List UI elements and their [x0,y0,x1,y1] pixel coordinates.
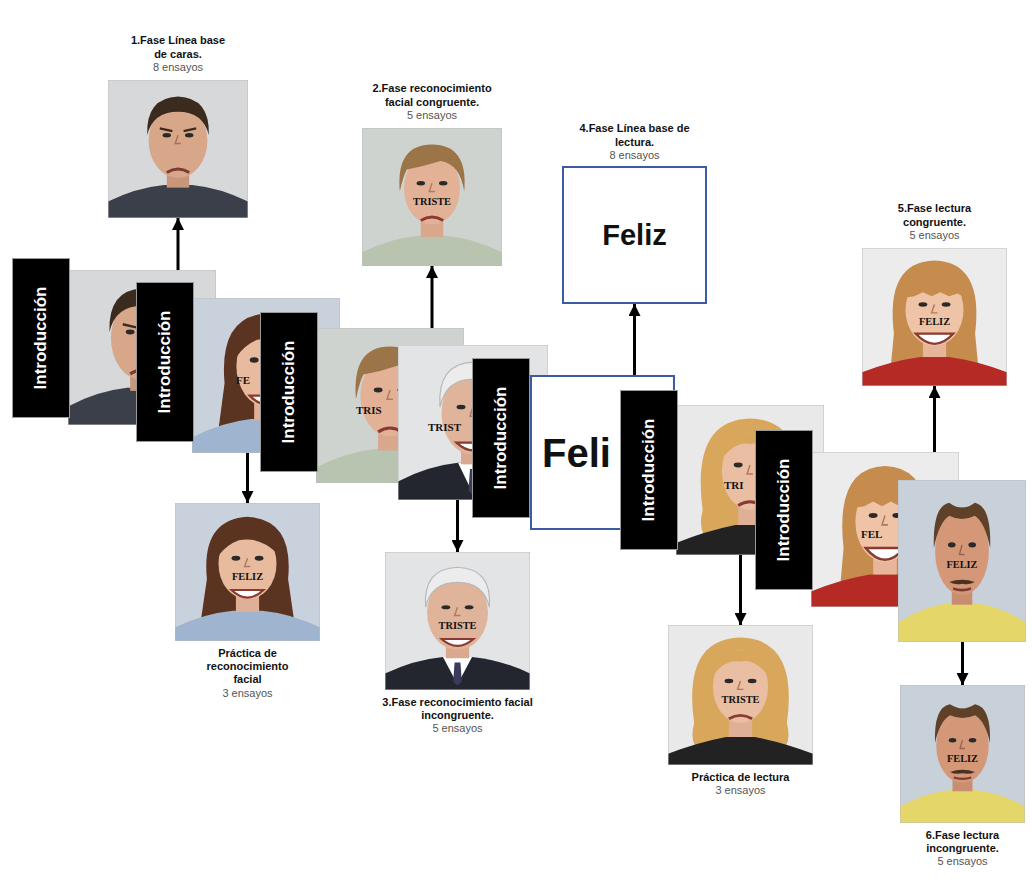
intro-card: Introducción [472,358,530,518]
face-photo [175,503,320,641]
word-card: 4.Fase Línea base de lectura.8 ensayosFe… [562,166,707,304]
emotion-word: TRISTE [385,620,530,631]
intro-label: Introducción [31,287,51,390]
emotion-word: TRIS [356,404,382,416]
phase-arrow [933,386,936,452]
intro-label: Introducción [774,459,794,562]
phase-arrow [456,500,459,552]
face-photo [900,685,1025,823]
intro-card: Introducción [136,282,194,442]
phase-title: 4.Fase Línea base de lectura. [575,122,695,148]
emotion-word: FE [236,374,250,386]
phase-caption: 1.Fase Línea base de caras.8 ensayos [123,34,233,74]
emotion-word: FEL [861,528,882,540]
phase-caption: 6.Fase lectura incongruente.5 ensayos [903,829,1023,869]
phase-title: 5.Fase lectura congruente. [880,202,990,228]
intro-label: Introducción [639,419,659,522]
phase-caption: 3.Fase reconocimiento facial incongruent… [378,696,538,736]
emotion-word: FELIZ [175,571,320,582]
phase-arrow [246,453,249,503]
phase-arrow [431,266,434,328]
face-photo [108,80,248,218]
trial-count: 3 ensayos [193,687,303,700]
stimulus-word: Feliz [564,219,705,252]
intro-label: Introducción [155,311,175,414]
trial-count: 8 ensayos [575,149,695,162]
face-photo [862,248,1007,386]
phase-arrow [177,218,180,270]
phase-arrow [961,642,964,685]
phase-title: 3.Fase reconocimiento facial incongruent… [378,696,538,722]
stimulus-photo: 2.Fase reconocimiento facial congruente.… [362,128,502,266]
face-photo [898,480,1026,642]
phase-caption: Práctica de lectura3 ensayos [686,771,796,797]
phase-caption: 4.Fase Línea base de lectura.8 ensayos [575,122,695,162]
intro-card: Introducción [755,430,813,590]
phase-title: 2.Fase reconocimiento facial congruente. [372,82,492,108]
trial-count: 5 ensayos [372,109,492,122]
phase-caption: 5.Fase lectura congruente.5 ensayos [880,202,990,242]
face-photo [385,552,530,690]
trial-count: 5 ensayos [903,855,1023,868]
intro-card: Introducción [620,390,678,550]
stimulus-photo: 3.Fase reconocimiento facial incongruent… [385,552,530,690]
slide-card: FEL [811,452,959,607]
stimulus-photo: 5.Fase lectura congruente.5 ensayosFELIZ [862,248,1007,386]
phase-title: Práctica de reconocimiento facial [193,647,303,687]
trial-count: 8 ensayos [123,61,233,74]
stimulus-word: Feli [542,430,611,475]
emotion-word: TRISTE [668,694,813,705]
slide-card: TRIS [316,328,464,483]
face-photo [668,625,813,765]
phase-title: 1.Fase Línea base de caras. [123,34,233,60]
intro-label: Introducción [279,341,299,444]
emotion-word: FELIZ [900,753,1025,764]
phase-arrow [633,304,636,375]
stimulus-photo: Práctica de reconocimiento facial3 ensay… [175,503,320,641]
phase-title: Práctica de lectura [686,771,796,784]
stimulus-photo: Práctica de lectura3 ensayosTRISTE [668,625,813,765]
intro-card: Introducción [12,258,70,418]
emotion-word: TRIST [428,421,461,433]
emotion-word: TRISTE [362,196,502,207]
intro-label: Introducción [491,387,511,490]
face-photo [362,128,502,266]
emotion-word: FELIZ [862,316,1007,327]
emotion-word: FELIZ [898,559,1026,570]
stimulus-photo: 6.Fase lectura incongruente.5 ensayosFEL… [900,685,1025,823]
phase-title: 6.Fase lectura incongruente. [903,829,1023,855]
trial-count: 5 ensayos [378,722,538,735]
stimulus-photo: 1.Fase Línea base de caras.8 ensayos [108,80,248,218]
emotion-word: TRI [724,479,744,491]
phase-arrow [739,555,742,625]
phase-caption: 2.Fase reconocimiento facial congruente.… [372,82,492,122]
slide-card: FELIZ [898,480,1026,642]
phase-caption: Práctica de reconocimiento facial3 ensay… [193,647,303,700]
trial-count: 5 ensayos [880,229,990,242]
intro-card: Introducción [260,312,318,472]
trial-count: 3 ensayos [686,784,796,797]
